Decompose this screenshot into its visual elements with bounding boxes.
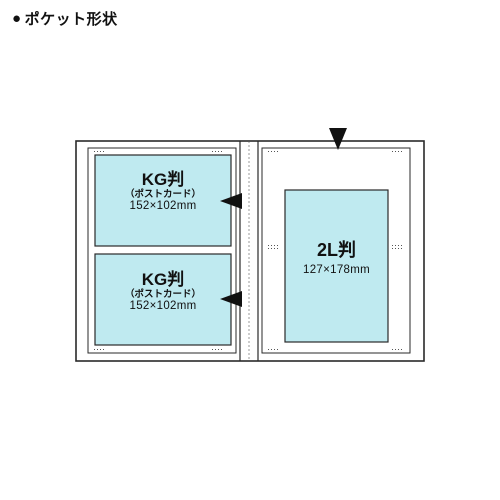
pocket-name: KG判 (141, 170, 185, 189)
pocket-label-kg-bottom: KG判 （ポストカード） 152×102mm (95, 270, 231, 314)
section-heading: ● ポケット形状 (12, 8, 118, 29)
heading-text: ポケット形状 (24, 11, 118, 28)
pocket-kg-top (94, 154, 232, 247)
left-page-dots (94, 151, 222, 350)
bullet-icon: ● (12, 10, 22, 27)
pocket-size: 152×102mm (129, 300, 197, 313)
pocket-sub: （ポストカード） (124, 188, 201, 200)
pocket-label-2l: 2L判 127×178mm (285, 240, 388, 277)
insert-arrow-left-bottom-icon (220, 291, 242, 307)
pocket-name: KG判 (141, 270, 185, 289)
pocket-kg-bottom (94, 253, 232, 346)
pocket-size: 152×102mm (129, 200, 197, 213)
insert-arrow-left-top-icon (220, 193, 242, 209)
pocket-name: 2L判 (316, 240, 356, 260)
pocket-label-kg-top: KG判 （ポストカード） 152×102mm (95, 170, 231, 214)
insert-arrow-down-icon (329, 128, 347, 150)
pocket-size: 127×178mm (303, 263, 370, 276)
right-page-dots (268, 151, 402, 350)
pocket-2l (284, 189, 389, 343)
pocket-sub: （ポストカード） (124, 288, 201, 300)
